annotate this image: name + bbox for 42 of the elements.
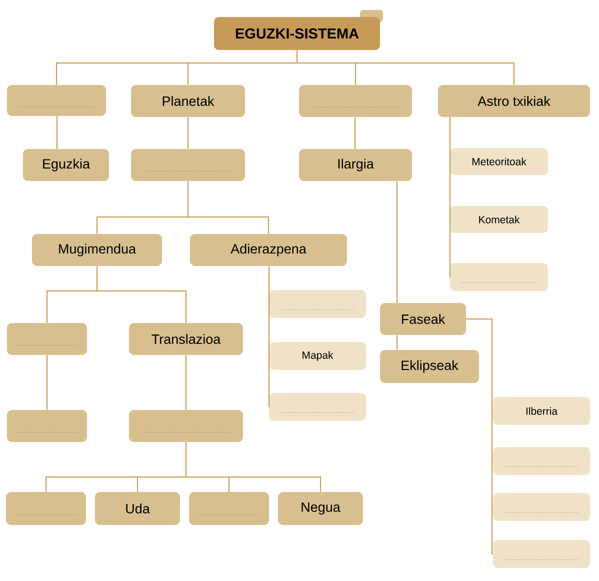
answer-box [493, 447, 590, 475]
concept-box: Meteoritoak [450, 148, 548, 175]
answer-box [299, 85, 412, 117]
connector-line [396, 180, 398, 304]
answer-box [269, 290, 366, 318]
concept-box: Ilargia [299, 149, 412, 181]
concept-box: Faseak [380, 303, 466, 335]
title-box: EGUZKI-SISTEMA [214, 17, 380, 50]
concept-box: Eklipseak [380, 350, 479, 383]
concept-box: Kometak [450, 206, 548, 233]
answer-box [7, 85, 106, 116]
answer-box [493, 540, 590, 568]
connector-line [56, 116, 58, 150]
concept-box: Adierazpena [190, 234, 347, 266]
concept-box: Uda [95, 492, 180, 525]
answer-box [189, 492, 269, 525]
answer-box [6, 492, 86, 525]
answer-box [7, 410, 87, 442]
concept-box: Negua [278, 492, 363, 525]
connector-line [466, 318, 494, 554]
connector-line [354, 116, 356, 150]
connector-line [296, 50, 514, 86]
answer-box [131, 149, 245, 181]
connector-line [186, 442, 321, 492]
connector-line [188, 180, 269, 234]
concept-box: Mapak [269, 342, 366, 370]
concept-box: Ilberria [493, 397, 590, 425]
concept-box: Eguzkia [23, 149, 109, 181]
concept-box: Planetak [131, 85, 245, 117]
connector-line [396, 334, 398, 350]
concept-box: Astro txikiak [438, 85, 590, 117]
answer-box [129, 410, 243, 442]
answer-box [269, 393, 366, 421]
answer-box [450, 263, 548, 291]
concept-box: Translazioa [129, 323, 243, 355]
answer-box [7, 323, 87, 355]
connector-line [96, 266, 186, 324]
answer-box [493, 493, 590, 521]
connector-line [46, 354, 48, 410]
connector-line [268, 266, 270, 408]
connector-line [449, 116, 450, 278]
concept-box: Mugimendua [32, 234, 162, 266]
